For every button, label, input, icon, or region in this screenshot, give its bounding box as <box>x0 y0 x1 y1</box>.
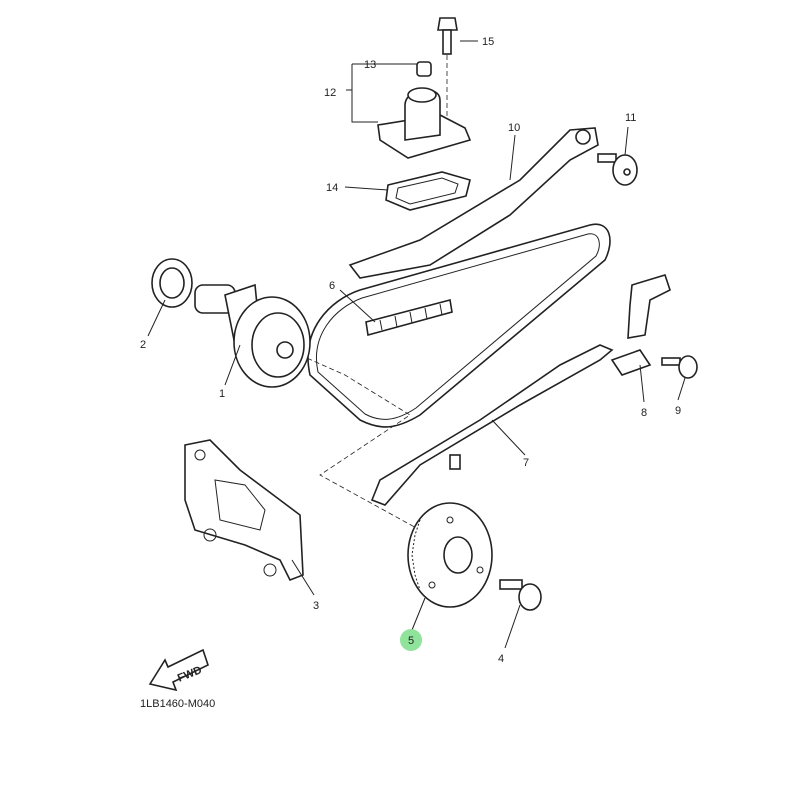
callout-1[interactable]: 1 <box>219 388 225 400</box>
callout-6[interactable]: 6 <box>329 280 335 292</box>
part-3-gasket[interactable] <box>184 439 304 582</box>
callout-11[interactable]: 11 <box>625 112 636 124</box>
cam-chain[interactable] <box>307 223 611 428</box>
part-5-sprocket[interactable] <box>407 502 493 608</box>
callout-14[interactable]: 14 <box>326 182 338 194</box>
part-6-chain[interactable] <box>365 299 453 337</box>
callout-9[interactable]: 9 <box>675 405 681 417</box>
callout-12[interactable]: 12 <box>324 87 336 99</box>
part-11-bolt[interactable] <box>597 153 638 186</box>
callout-3[interactable]: 3 <box>313 600 319 612</box>
part-7-chain-guide[interactable] <box>370 344 614 506</box>
callout-4[interactable]: 4 <box>498 653 504 665</box>
part-10-chain-guide[interactable] <box>348 127 599 279</box>
leader-lines <box>147 40 686 649</box>
part-13-cap[interactable] <box>416 61 432 77</box>
part-9-bolt[interactable] <box>661 355 698 379</box>
part-2-oil-seal[interactable] <box>151 258 193 308</box>
part-14-gasket[interactable] <box>385 171 471 211</box>
part-12-tensioner[interactable] <box>377 87 472 159</box>
callout-10[interactable]: 10 <box>508 122 520 134</box>
fwd-arrow-icon: FWD <box>148 648 209 692</box>
part-8-plate[interactable] <box>610 274 671 376</box>
callout-15[interactable]: 15 <box>482 36 494 48</box>
callout-8[interactable]: 8 <box>641 407 647 419</box>
part-1-camshaft[interactable] <box>194 283 311 388</box>
highlight-marker <box>400 629 422 651</box>
callout-5[interactable]: 5 <box>408 635 414 647</box>
callout-13[interactable]: 13 <box>364 59 376 71</box>
callout-7[interactable]: 7 <box>523 457 529 469</box>
part-4-bolt[interactable] <box>499 579 542 611</box>
diagram-code: 1LB1460-M040 <box>140 698 216 710</box>
callout-2[interactable]: 2 <box>140 339 146 351</box>
part-15-bolt[interactable] <box>437 17 458 55</box>
